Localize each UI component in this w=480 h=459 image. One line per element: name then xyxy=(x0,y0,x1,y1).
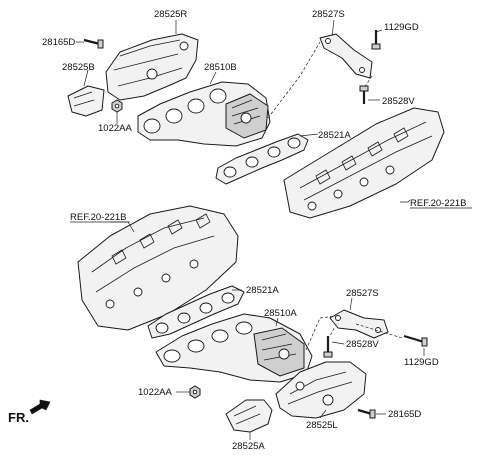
label-28510a: 28510A xyxy=(264,308,297,319)
exhaust-manifold-28510a[interactable] xyxy=(155,313,313,383)
heat-protector-small-b[interactable] xyxy=(67,85,105,117)
label-1022aa-bottom: 1022AA xyxy=(138,387,172,398)
label-1129gd-top: 1129GD xyxy=(384,22,419,33)
gasket-28521a-top[interactable] xyxy=(215,133,309,185)
label-28521a-bottom: 28521A xyxy=(246,285,279,296)
label-1129gd-bottom: 1129GD xyxy=(404,357,439,368)
nut-1022aa-bottom[interactable] xyxy=(189,385,201,399)
leader-lines xyxy=(76,19,425,440)
label-28527s-top: 28527S xyxy=(312,9,345,20)
bolt-1129gd-bottom[interactable] xyxy=(403,334,428,347)
label-28510b: 28510B xyxy=(204,62,237,73)
label-28525a: 28525A xyxy=(232,441,265,452)
exhaust-manifold-28510b[interactable] xyxy=(137,81,271,147)
label-28525b: 28525B xyxy=(62,62,95,73)
bolt-28165d-top[interactable] xyxy=(83,38,104,49)
bracket-28527s-bottom[interactable] xyxy=(329,309,389,339)
nut-1022aa-top[interactable] xyxy=(111,99,123,113)
bolt-1129gd-top[interactable] xyxy=(371,30,381,50)
heat-protector-small-a[interactable] xyxy=(225,399,273,433)
assembly-dashed-lines xyxy=(267,41,403,351)
heat-protector-upper-right[interactable] xyxy=(105,33,199,101)
label-28165d-bottom: 28165D xyxy=(388,409,421,420)
ref-label-left: REF.20-221B xyxy=(70,212,127,223)
label-28525r: 28525R xyxy=(154,9,187,20)
cylinder-head-left xyxy=(77,205,239,331)
bracket-28527s-top[interactable] xyxy=(319,33,373,79)
cylinder-head-right xyxy=(283,107,445,219)
bolt-28528v-bottom[interactable] xyxy=(323,336,333,358)
label-28528v-top: 28528V xyxy=(382,96,415,107)
label-1022aa-top: 1022AA xyxy=(98,123,132,134)
label-28527s-bottom: 28527S xyxy=(346,288,379,299)
label-28528v-bottom: 28528V xyxy=(346,339,379,350)
heat-protector-lower-left[interactable] xyxy=(275,361,367,419)
label-28165d-top: 28165D xyxy=(42,37,75,48)
front-label: FR. xyxy=(8,410,29,425)
gasket-28521a-bottom[interactable] xyxy=(147,285,245,339)
label-28521a-top: 28521A xyxy=(318,130,351,141)
bolt-28528v-top[interactable] xyxy=(359,85,369,104)
ref-label-right: REF.20-221B xyxy=(410,198,467,209)
bolt-28165d-bottom[interactable] xyxy=(357,408,376,419)
arrow-icon xyxy=(29,399,51,415)
label-28525l: 28525L xyxy=(306,420,338,431)
